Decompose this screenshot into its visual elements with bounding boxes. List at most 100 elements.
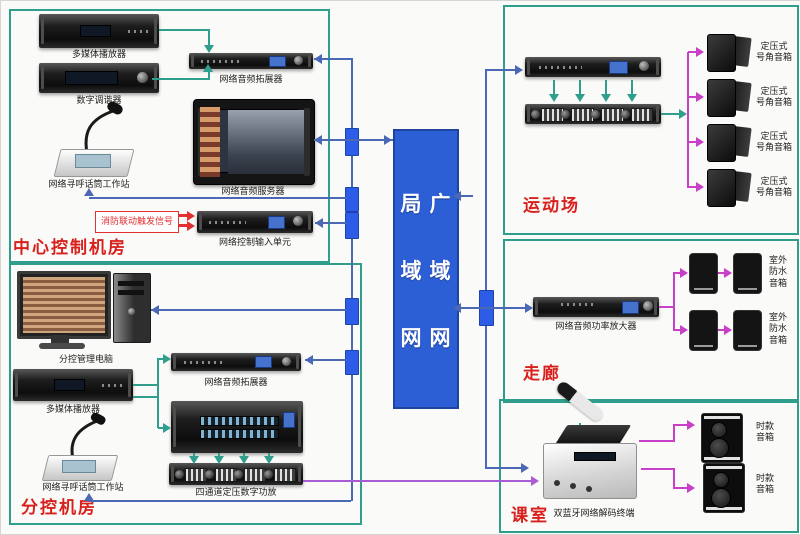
monitor-base [39, 343, 85, 349]
connector-line [89, 500, 351, 502]
matrix-controller-device-icon [171, 401, 303, 453]
arrow [163, 423, 171, 433]
connector-line [674, 329, 680, 331]
horn-speaker-icon [707, 166, 753, 208]
horn-speaker-label: 定压式 号角音箱 [755, 41, 792, 63]
fire-arrow-head [187, 211, 195, 221]
connector-line [89, 197, 347, 199]
connector-line [314, 139, 393, 141]
connector-line [158, 358, 164, 360]
waterproof-speaker-icon [733, 310, 762, 351]
four-channel-amp-label: 四通道定压数字功放 [195, 487, 277, 497]
fire-trigger-signal-box: 消防联动触发信号 [95, 211, 179, 233]
bus-node [345, 212, 359, 239]
connector-line [193, 453, 195, 458]
connector-line [305, 359, 347, 361]
arrow [453, 303, 461, 313]
fashion-speaker-label: 时款 音箱 [755, 421, 774, 443]
monitor-stand [51, 335, 69, 343]
zone-sub-control [9, 263, 362, 525]
arrow [515, 65, 523, 75]
connector-line [152, 78, 209, 80]
sub-control-pc-label: 分控管理电脑 [58, 354, 113, 364]
wan-label: 广 域 网 [429, 193, 451, 350]
lan-label: 局 域 网 [400, 193, 422, 350]
fire-arrow-head [187, 221, 195, 231]
arrow [696, 137, 704, 147]
horn-speaker-icon [707, 31, 753, 73]
media-player-device-icon [13, 369, 133, 401]
waterproof-speaker-icon [689, 310, 718, 351]
connector-line [208, 72, 210, 80]
paging-station-label: 网络寻呼话筒工作站 [42, 482, 124, 492]
connector-line [673, 468, 675, 489]
arrow [453, 191, 461, 201]
arrow [521, 463, 529, 473]
fashion-speaker-icon [703, 463, 745, 513]
audio-server-label: 网络音频服务器 [221, 186, 285, 196]
bt-decoder-label: 双蓝牙网络解码终端 [553, 508, 635, 518]
connector-line [641, 468, 673, 470]
connector-line [157, 358, 159, 428]
horn-speaker-icon [707, 121, 753, 163]
connector-line [688, 51, 696, 53]
bus-node [345, 298, 359, 325]
bus-node [345, 128, 359, 156]
connector-line [151, 309, 347, 311]
bus-line-left [351, 58, 353, 501]
paging-station-label: 网络寻呼话筒工作站 [48, 179, 130, 189]
sports-amp-device-icon [525, 104, 661, 124]
connector-line [661, 113, 679, 115]
connector-line [133, 396, 158, 398]
arrow [525, 303, 533, 313]
paging-station-icon [31, 413, 141, 481]
network-audio-adapter-device-icon [525, 57, 661, 77]
arrow [151, 305, 159, 315]
zone-title-corridor: 走廊 [523, 364, 561, 383]
arrow [687, 420, 695, 430]
zone-corridor [503, 239, 799, 403]
zone-center-control [9, 9, 330, 263]
connector-line [268, 453, 270, 458]
zone-title-center-control: 中心控制机房 [13, 238, 127, 257]
waterproof-speaker-icon [733, 253, 762, 294]
lan-wan-cloud: 局 域 网 广 域 网 [393, 129, 459, 409]
arrow [531, 476, 539, 486]
audio-server-device-icon [193, 99, 315, 185]
arrow [239, 456, 249, 464]
connector-line [688, 186, 696, 188]
connector-line [639, 440, 673, 442]
connector-line [688, 141, 696, 143]
bus-line-right [485, 69, 487, 469]
connector-line [579, 80, 581, 94]
waterproof-speaker-icon [689, 253, 718, 294]
sub-control-pc-tower-icon [113, 273, 151, 343]
zone-title-sports-field: 运动场 [523, 196, 580, 215]
horn-speaker-label: 定压式 号角音箱 [755, 131, 792, 153]
fire-arrow [179, 224, 188, 227]
arrow [679, 109, 687, 119]
corridor-amp-device-icon [533, 297, 659, 317]
arrow [315, 218, 323, 228]
zone-classroom [499, 399, 799, 533]
horn-speaker-label: 定压式 号角音箱 [755, 176, 792, 198]
connector-line [459, 307, 525, 309]
connector-line [674, 272, 680, 274]
arrow [680, 325, 688, 335]
amp-to-classroom-line [303, 480, 533, 482]
connector-line [659, 306, 673, 308]
arrow [314, 54, 322, 64]
arrow [84, 493, 94, 501]
connector-line [485, 69, 517, 71]
horn-speaker-icon [707, 76, 753, 118]
arrow [264, 456, 274, 464]
arrow [305, 355, 313, 365]
media-player-label: 多媒体播放器 [45, 404, 100, 414]
arrow [724, 325, 732, 335]
horn-speaker-label: 定压式 号角音箱 [755, 86, 792, 108]
connector-line [208, 29, 210, 45]
arrow [680, 268, 688, 278]
connector-line [485, 467, 521, 469]
arrow [575, 94, 585, 102]
connector-line [159, 29, 209, 31]
